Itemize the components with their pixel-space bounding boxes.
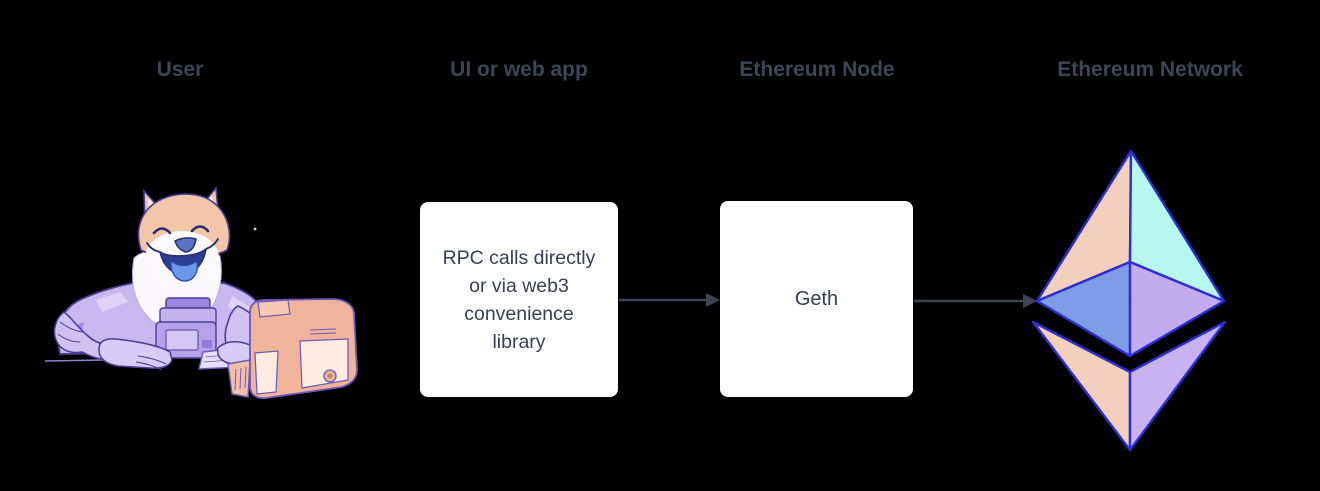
computer-top-inset	[257, 299, 291, 318]
computer-front-vent-face	[227, 359, 251, 398]
spacesuit-torso	[57, 282, 267, 355]
arrow-head-icon	[706, 293, 720, 307]
right-eye-closed	[190, 225, 210, 233]
nose	[174, 237, 197, 253]
column-header-ethereum-node: Ethereum Node	[739, 58, 895, 81]
right-ear	[195, 185, 220, 224]
suit-highlight-left	[96, 292, 128, 312]
paw-fingers	[135, 355, 167, 371]
tongue	[170, 259, 199, 282]
column-header-user: User	[156, 58, 204, 81]
right-ear-inner	[200, 195, 214, 216]
eth-face-upper-right	[1128, 149, 1226, 303]
left-ear-inner	[148, 198, 161, 220]
right-arm	[224, 305, 263, 353]
eth-face-mid-left	[1035, 260, 1132, 358]
left-ear	[143, 188, 166, 230]
column-header-ui-or-web-app: UI or web app	[450, 58, 588, 81]
eth-face-lower-left	[1031, 320, 1132, 452]
doge-body	[53, 246, 267, 361]
muzzle	[145, 231, 219, 285]
keyboard	[198, 345, 264, 370]
right-paw	[216, 341, 258, 365]
chest-pack	[155, 297, 217, 359]
left-arm	[53, 310, 130, 361]
eth-face-lower-right	[1128, 320, 1227, 452]
doge-astronaut-at-computer-illustration	[44, 185, 358, 400]
left-paw	[98, 338, 173, 369]
column-header-ethereum-network: Ethereum Network	[1057, 58, 1243, 81]
computer-port-center	[327, 373, 333, 379]
doge-head	[137, 185, 231, 285]
chest-fur	[132, 246, 222, 333]
eth-face-upper-left	[1035, 149, 1133, 303]
geth-node-box: Geth	[720, 201, 913, 397]
web-app-node-box: RPC calls directly or via web3 convenien…	[420, 202, 618, 397]
left-eye-closed	[152, 227, 172, 235]
arrow-webapp-to-geth	[619, 293, 720, 307]
open-mouth	[158, 247, 208, 275]
head-fur	[137, 193, 231, 259]
sparkle-dot	[253, 227, 257, 231]
vent-slits	[234, 366, 247, 391]
arrow-head-icon	[1023, 294, 1037, 308]
arrow-geth-to-network	[914, 294, 1037, 308]
ethereum-diamond	[1031, 149, 1227, 452]
computer-body	[249, 298, 358, 400]
desk-edge-line	[44, 359, 105, 362]
computer-left-panel	[254, 350, 279, 395]
smile-lines	[146, 238, 219, 253]
eth-face-mid-right	[1128, 260, 1226, 358]
ethereum-logo-icon	[1031, 149, 1227, 452]
computer-vent-lines	[309, 328, 337, 335]
retro-computer	[227, 298, 358, 400]
suit-shade-left	[64, 322, 84, 346]
suit-highlight-right	[228, 296, 252, 322]
arm-segment-lines	[57, 321, 83, 343]
computer-side-panel	[299, 338, 349, 389]
computer-port-circle	[323, 369, 337, 383]
suit-shade-right	[238, 316, 258, 340]
